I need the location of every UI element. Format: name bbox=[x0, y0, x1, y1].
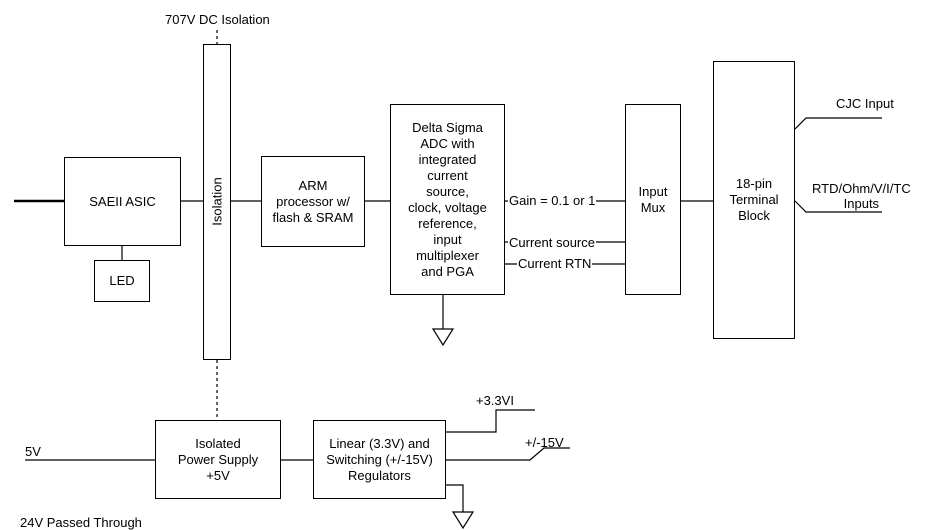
v33-output-line bbox=[446, 409, 535, 433]
rtd-inputs-label: RTD/Ohm/V/I/TC Inputs bbox=[812, 181, 911, 211]
regulator-ground-symbol bbox=[451, 511, 475, 529]
input-mux-block: Input Mux bbox=[625, 104, 681, 295]
isolation-label: Isolation bbox=[209, 177, 225, 226]
isolation-voltage-label: 707V DC Isolation bbox=[165, 12, 270, 27]
saeii-asic-label: SAEII ASIC bbox=[89, 193, 156, 209]
isolated-power-supply-block: Isolated Power Supply +5V bbox=[155, 420, 281, 499]
led-block: LED bbox=[94, 260, 150, 302]
regulators-block: Linear (3.3V) and Switching (+/-15V) Reg… bbox=[313, 420, 446, 499]
adc-ground-symbol bbox=[431, 328, 455, 347]
saeii-asic-block: SAEII ASIC bbox=[64, 157, 181, 246]
terminal-block: 18-pin Terminal Block bbox=[713, 61, 795, 339]
cjc-input-line bbox=[794, 117, 882, 130]
regulators-label: Linear (3.3V) and Switching (+/-15V) Reg… bbox=[326, 435, 433, 483]
input-mux-label: Input Mux bbox=[638, 183, 668, 215]
passed-through-label: 24V Passed Through bbox=[20, 515, 142, 530]
gain-label: Gain = 0.1 or 1 bbox=[508, 193, 597, 208]
v15-label: +/-15V bbox=[525, 435, 564, 450]
cjc-input-label: CJC Input bbox=[836, 96, 894, 111]
current-rtn-label: Current RTN bbox=[517, 256, 593, 271]
rtd-input-line bbox=[794, 200, 882, 213]
five-volt-label: 5V bbox=[25, 444, 41, 459]
arm-processor-label: ARM processor w/ flash & SRAM bbox=[272, 177, 354, 225]
isolated-power-supply-label: Isolated Power Supply +5V bbox=[177, 435, 259, 483]
terminal-block-label: 18-pin Terminal Block bbox=[729, 176, 779, 223]
regulator-ground-lead bbox=[446, 484, 464, 512]
arm-processor-block: ARM processor w/ flash & SRAM bbox=[261, 156, 365, 247]
isolation-block bbox=[203, 44, 231, 360]
v15-output-line bbox=[446, 447, 570, 461]
current-source-label: Current source bbox=[508, 235, 596, 250]
delta-sigma-adc-label: Delta Sigma ADC with integrated current … bbox=[408, 119, 487, 279]
v33-label: +3.3VI bbox=[476, 393, 514, 408]
led-label: LED bbox=[109, 273, 135, 288]
delta-sigma-adc-block: Delta Sigma ADC with integrated current … bbox=[390, 104, 505, 295]
